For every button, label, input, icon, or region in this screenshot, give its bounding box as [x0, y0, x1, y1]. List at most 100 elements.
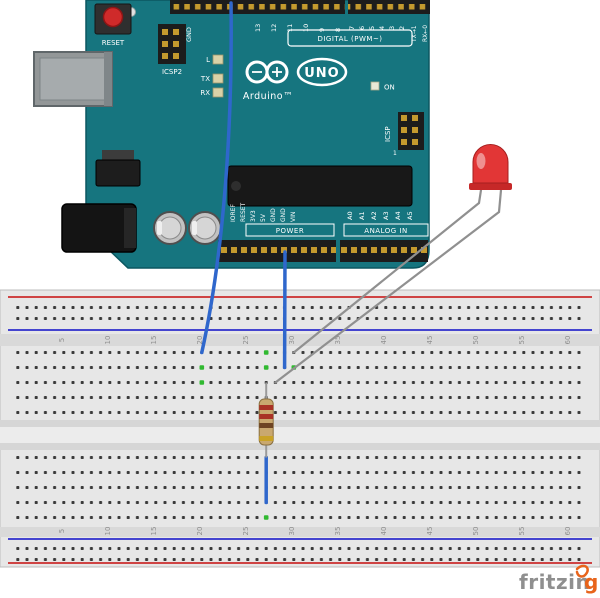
- main-top-holes: [14, 345, 586, 420]
- power-label-box: [245, 223, 335, 237]
- column-number: 60: [564, 336, 572, 345]
- uno-badge: UNO: [296, 57, 348, 87]
- mcu-chip: [227, 165, 413, 207]
- resistor-band: [259, 436, 274, 441]
- usb-connector: [33, 51, 113, 107]
- column-number: 40: [380, 527, 388, 536]
- status-leds: L TX RX: [200, 54, 224, 98]
- resistor-band: [259, 423, 274, 428]
- breadboard[interactable]: 5 10 15 20 25 30 35 40 45 50 55 60 5 10 …: [0, 289, 600, 568]
- column-number: 40: [380, 336, 388, 345]
- digital-header-left-pins: [170, 0, 345, 14]
- column-number: 25: [242, 527, 250, 536]
- column-number: 15: [150, 336, 158, 345]
- arduino-logo: [245, 60, 289, 84]
- pin-label: 11: [286, 24, 294, 32]
- top-rail-holes: [14, 302, 586, 324]
- icsp-pin1-label: 1: [393, 150, 397, 157]
- reset-button-cap[interactable]: [102, 6, 124, 28]
- breadboard-top-divider: [0, 334, 600, 346]
- pin-label: 3V3: [250, 210, 257, 222]
- arduino-brand-label: Arduino™: [243, 91, 293, 102]
- led-leg-cathode: [274, 188, 503, 384]
- logo-squiggle: [575, 564, 589, 578]
- pin-label: 7: [348, 26, 356, 30]
- pin-label: RX←0: [422, 25, 429, 42]
- column-number: 60: [564, 527, 572, 536]
- pin-label: A3: [382, 211, 390, 220]
- power-jack: [61, 203, 137, 253]
- pin-label: TX→1: [411, 25, 418, 43]
- led-l-label: L: [206, 56, 210, 64]
- pin-label: A4: [394, 211, 402, 220]
- pin-label: RESET: [240, 202, 247, 222]
- digital-label-box: [287, 29, 413, 47]
- led-highlight: [476, 153, 486, 169]
- resistor-body[interactable]: [258, 398, 274, 446]
- column-number: 45: [426, 527, 434, 536]
- power-header-pins: [218, 240, 336, 262]
- capacitor: [153, 211, 187, 245]
- resistor-band: [259, 405, 274, 410]
- column-numbers-top: 5 10 15 20 25 30 35 40 45 50 55 60: [58, 336, 572, 345]
- column-number: 50: [472, 527, 480, 536]
- red-led[interactable]: [274, 144, 512, 384]
- reset-label: RESET: [102, 39, 125, 47]
- column-number: 50: [472, 336, 480, 345]
- pin-label: A0: [346, 211, 354, 220]
- connection-indicator: [263, 365, 269, 370]
- column-number: 55: [518, 336, 526, 345]
- pin-label: 2: [398, 26, 406, 30]
- power-on-label: ON: [384, 84, 395, 92]
- led-dome[interactable]: [472, 144, 509, 184]
- pin-label: GND: [270, 208, 277, 222]
- column-number: 20: [196, 336, 204, 345]
- pin-label: A5: [406, 211, 414, 220]
- main-bottom-holes: [14, 450, 586, 525]
- icsp2-label: ICSP2: [162, 68, 182, 76]
- power-on-indicator: [370, 81, 380, 91]
- analog-label-box: [343, 223, 429, 237]
- wire-gnd-top[interactable]: [200, 1, 233, 355]
- pin-label: 12: [270, 24, 278, 32]
- connection-indicator: [199, 380, 205, 385]
- capacitor: [188, 211, 222, 245]
- column-number: 15: [150, 527, 158, 536]
- analog-label: ANALOG IN: [364, 227, 407, 235]
- column-number: 55: [518, 527, 526, 536]
- fritzing-watermark: fritzin g: [519, 564, 598, 594]
- breadboard-bottom-divider: [0, 527, 600, 537]
- column-numbers-bottom: 5 10 15 20 25 30 35 40 45 50 55 60: [58, 527, 572, 536]
- connection-indicator: [199, 365, 205, 370]
- led-l-indicator: [212, 54, 224, 65]
- resistor[interactable]: [258, 382, 274, 458]
- column-number: 35: [334, 527, 342, 536]
- pin-label: 3: [388, 26, 396, 30]
- column-number: 30: [288, 527, 296, 536]
- pin-label: A2: [370, 211, 378, 220]
- reset-button[interactable]: [94, 3, 132, 35]
- column-number: 25: [242, 336, 250, 345]
- icsp-label: ICSP: [384, 126, 392, 142]
- column-number: 45: [426, 336, 434, 345]
- pin-label: IOREF: [230, 204, 237, 222]
- bottom-rail-holes: [14, 543, 586, 565]
- pin-label: 4: [378, 26, 386, 30]
- led-rx-label: RX: [200, 89, 210, 97]
- led-tx-label: TX: [200, 75, 210, 83]
- watermark-g: g: [584, 570, 598, 594]
- connection-indicator: [263, 350, 269, 355]
- resistor-band: [259, 414, 274, 419]
- uno-label: UNO: [304, 66, 340, 81]
- pin-label: 6: [358, 26, 366, 30]
- voltage-regulator: [95, 150, 141, 187]
- led-flange: [469, 183, 512, 190]
- watermark-text: fritzin: [519, 570, 590, 594]
- column-number: 35: [334, 336, 342, 345]
- arduino-uno-board[interactable]: AREF GND 13 12 11 10 9 8 7 6 5 4 3 2 TX→…: [33, 0, 430, 269]
- digital-header-right-pins: [348, 0, 430, 14]
- led-leg-anode: [292, 188, 483, 354]
- power-label: POWER: [276, 227, 304, 235]
- pin-label: A1: [358, 211, 366, 220]
